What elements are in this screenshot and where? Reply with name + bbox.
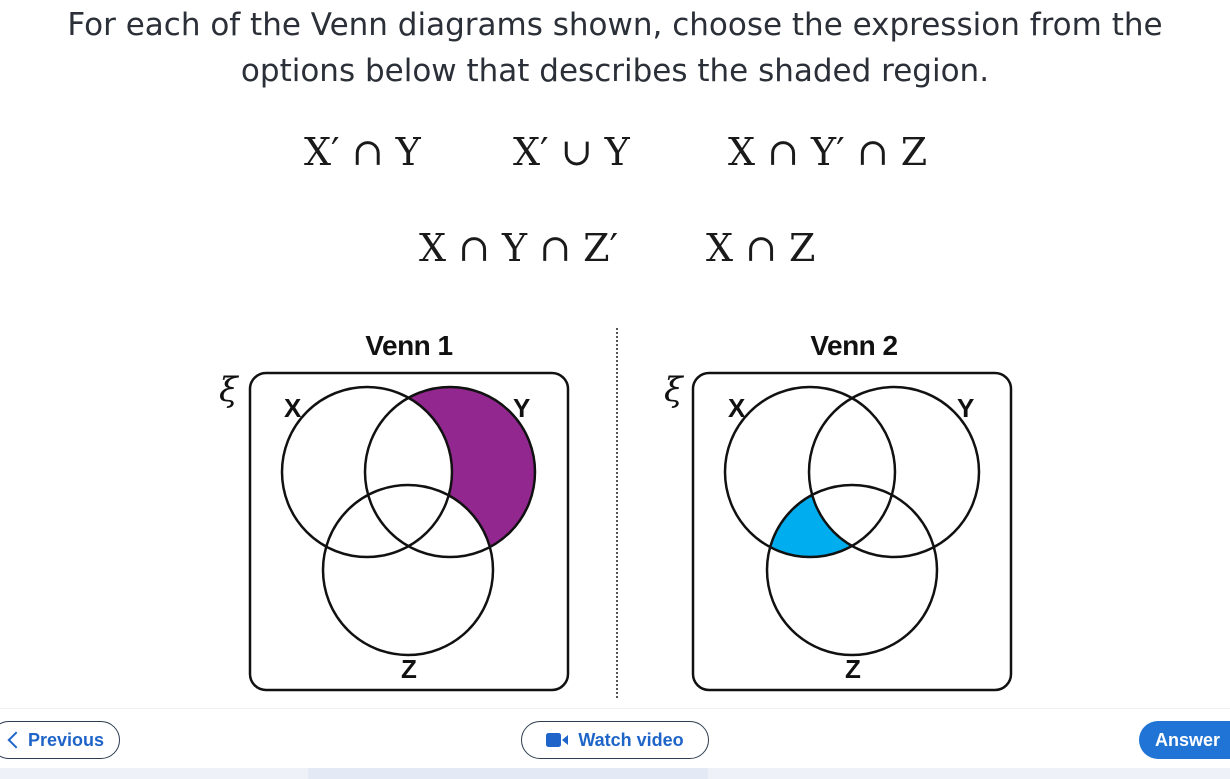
diagram-divider [616, 328, 618, 698]
footer-divider [0, 708, 1230, 709]
venn1-circle-y [363, 385, 537, 559]
chevron-left-icon [7, 731, 25, 749]
option-4: X ∩ Y ∩ Z′ [419, 226, 619, 270]
answer-label: Answer [1155, 729, 1221, 750]
venn1-circle-x [280, 385, 454, 559]
venn2-label-z: Z [845, 654, 861, 684]
venn1-label-z: Z [401, 654, 417, 684]
venn1-label-y: Y [513, 393, 530, 423]
answer-button[interactable]: Answer [1139, 721, 1230, 759]
previous-button[interactable]: Previous [0, 721, 120, 759]
venn2-universal-symbol: ξ [664, 370, 683, 410]
venn1-title: Venn 1 [365, 330, 453, 361]
venn2-label-x: X [728, 393, 746, 423]
venn2-circle-z [765, 483, 939, 657]
venn1-circle-z [321, 483, 495, 657]
video-camera-icon [546, 732, 570, 748]
prompt-line-2: options below that describes the shaded … [240, 53, 990, 89]
venn1-shaded-region [365, 387, 535, 557]
bottom-band [0, 768, 1230, 779]
venn2-circle-y [807, 385, 981, 559]
watch-video-label: Watch video [578, 729, 684, 750]
venn2-circle-x [723, 385, 897, 559]
venn1-universal-symbol: ξ [219, 370, 238, 410]
question-prompt: For each of the Venn diagrams shown, cho… [0, 2, 1230, 94]
watch-video-button[interactable]: Watch video [521, 721, 709, 759]
option-3: X ∩ Y′ ∩ Z [728, 130, 928, 174]
previous-label: Previous [27, 729, 105, 750]
option-2: X′ ∪ Y [513, 130, 630, 174]
option-1: X′ ∩ Y [304, 130, 421, 174]
prompt-line-1: For each of the Venn diagrams shown, cho… [67, 7, 1163, 43]
venn1-label-x: X [284, 393, 302, 423]
venn2-label-y: Y [957, 393, 974, 423]
option-5: X ∩ Z [706, 226, 816, 270]
venn2-title: Venn 2 [810, 330, 898, 361]
